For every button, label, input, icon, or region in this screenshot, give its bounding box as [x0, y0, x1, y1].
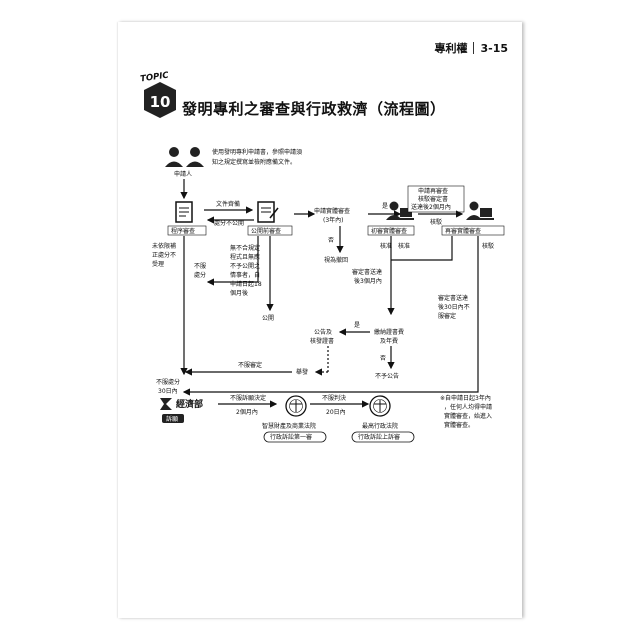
footnote-2: 實體審查，始進入 [444, 412, 492, 420]
not-correct-3: 受理 [152, 260, 164, 268]
first-exam-label: 初審實體審查 [371, 227, 407, 235]
pre-pub-note-1: 程式且無應 [230, 253, 260, 261]
appeal-left-1: 不服處分 [156, 378, 180, 386]
re-exam-cert-0: 審定書送達 [438, 294, 468, 302]
applicant-icon [165, 147, 204, 167]
court1-name: 智慧財產及商業法院 [262, 422, 316, 430]
header-divider [473, 42, 475, 54]
applicant-label: 申請人 [174, 170, 192, 178]
court2-tag: 行政訴訟上訴審 [358, 433, 400, 441]
court2-name: 最高行政法院 [362, 422, 398, 430]
footnote-3: 實體審查。 [444, 421, 474, 429]
not-public-label: 處分不公開 [214, 219, 244, 227]
withdrawn-label: 視為撤回 [324, 256, 348, 264]
court1-tag: 行政訴訟第一審 [270, 433, 312, 441]
applicant-note-1: 使用發明專利申請書，參照申請須 [212, 148, 302, 156]
first-exam-approve: 核准 [380, 242, 392, 250]
not-correct-1: 未依限補 [152, 242, 176, 250]
court1-arrow-1: 不服判決 [322, 394, 346, 402]
re-exam-req-1: 申請再審查 [418, 187, 448, 195]
re-exam-result: 核駁 [482, 242, 494, 250]
pre-pub-note-4: 申請日起18 [230, 280, 262, 288]
pre-pub-doc-icon [257, 201, 279, 223]
topic-label: TOPIC [140, 70, 171, 84]
not-accept-label: 不服審定 [238, 361, 262, 369]
announce-2: 核發證書 [310, 337, 334, 345]
book-page: 專利權 3-15 TOPIC 10 發明專利之審查與行政救濟（流程圖） 使用發明… [118, 22, 522, 618]
ministry-arrow-2: 2個月內 [236, 408, 258, 416]
fee-2: 及年費 [380, 337, 398, 345]
ministry-logo-icon [160, 398, 172, 410]
formal-review-label: 文件齊備 [216, 200, 240, 208]
court2-emblem-icon [369, 395, 391, 417]
examiner-icon-2 [466, 201, 494, 220]
no-announce: 不予公告 [375, 372, 399, 380]
court1-emblem-icon [285, 395, 307, 417]
ministry-tag: 訴願 [166, 415, 178, 423]
procedure-label: 程序審查 [171, 227, 195, 235]
fee-1: 繳納證書費 [374, 328, 404, 336]
re-exam-req-2: 核駁審定書 [418, 195, 448, 203]
report-label: 舉發 [296, 368, 308, 376]
pre-pub-note-2: 不予公開之 [230, 262, 260, 270]
dispose-2: 處分 [194, 271, 206, 279]
chapter-title: 專利權 [434, 42, 468, 55]
ministry-name: 經濟部 [176, 398, 203, 410]
request-yes: 是 [382, 203, 388, 210]
cert-deliver-1: 審定書送達 [352, 268, 382, 276]
request-label-1: 申請實體審查 [314, 207, 350, 215]
first-exam-reject: 核駁 [430, 218, 442, 226]
re-exam-cert-1: 後30日內不 [438, 303, 470, 311]
procedure-doc-icon [175, 201, 193, 223]
appeal-left-2: 30日內 [158, 387, 178, 395]
topic-number: 10 [150, 93, 171, 111]
dispose-1: 不服 [194, 263, 206, 270]
topic-hexagon [144, 82, 176, 118]
flowchart: 使用發明專利申請書，參照申請須 知之規定撰寫並檢附應備文件。 申請人 程序審查 … [152, 147, 505, 443]
announce-1: 公告及 [314, 328, 332, 336]
pre-pub-label: 公開前審查 [251, 227, 281, 235]
pre-pub-note-3: 情事者，自 [230, 271, 260, 279]
page-title: 發明專利之審查與行政救濟（流程圖） [182, 100, 446, 118]
request-label-2: (3年內) [323, 216, 344, 224]
footnote-1: ，任何人均得申請 [444, 403, 492, 411]
publish-label: 公開 [262, 315, 274, 322]
pre-pub-note-0: 無不合規定 [230, 244, 260, 252]
pre-pub-note-5: 個月後 [230, 289, 248, 297]
cert-deliver-2: 後3個月內 [354, 277, 382, 285]
re-exam-cert-2: 服審定 [438, 312, 456, 320]
topic-badge: TOPIC 10 [138, 70, 182, 124]
footnote-0: ※自申請日起3年內 [440, 394, 491, 402]
re-exam-approve: 核准 [398, 242, 410, 250]
not-correct-2: 正處分不 [152, 251, 176, 259]
page-header: 專利權 3-15 [434, 40, 508, 56]
re-exam-label: 再審實體審查 [445, 227, 481, 235]
court1-arrow-2: 20日內 [326, 408, 346, 416]
page-number: 3-15 [480, 41, 508, 55]
applicant-note-2: 知之規定撰寫並檢附應備文件。 [212, 158, 296, 166]
fee-no: 否 [380, 355, 386, 362]
re-exam-req-3: 送達後2個月內 [411, 203, 451, 211]
ministry-arrow-1: 不服訴願決定 [230, 394, 266, 402]
fee-yes: 是 [354, 322, 360, 329]
examiner-icon-1 [386, 201, 414, 220]
request-no: 否 [328, 237, 334, 244]
